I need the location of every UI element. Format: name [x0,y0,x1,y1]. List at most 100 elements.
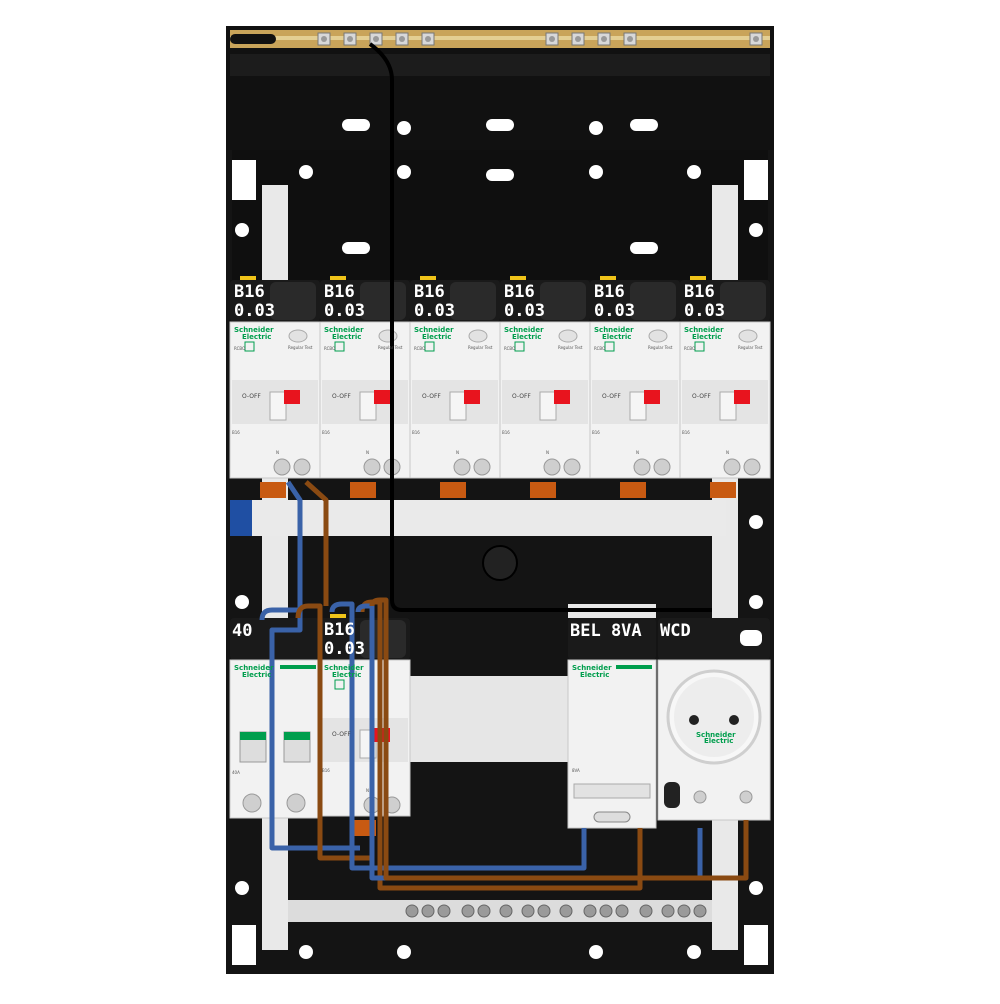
switch-text: O-OFF [242,393,261,400]
terminal-screw [242,793,262,813]
din-clip [240,276,256,282]
busbar-screw-head [373,36,379,42]
mount-bracket-top-left [232,160,256,200]
label-band-cap [360,620,406,658]
terminal-screw [405,904,419,918]
curve-text: B16 [682,430,690,435]
label-band-cap [450,282,496,320]
mounting-hole [749,881,763,895]
terminal-screw [453,458,471,476]
terminal-screw [537,904,551,918]
main-switch-label: 40 [232,621,252,641]
test-button[interactable] [468,329,488,343]
din-clip [600,276,616,282]
wiring [259,42,749,891]
home-icon [604,341,615,352]
test-button[interactable] [378,329,398,343]
mounting-hole [749,515,763,529]
toggle-lever[interactable] [539,391,557,421]
terminal-screws [405,904,707,918]
test-button[interactable] [648,329,668,343]
brand-sub: Electric [332,671,361,679]
terminal-screw [521,904,535,918]
rcbo-breaker-6 [679,276,771,498]
terminal-screw [461,904,475,918]
label-band [568,618,656,660]
terminal-screw [499,904,513,918]
busbar-screw-head [575,36,581,42]
brand-name: Schneider [414,326,454,334]
test-button[interactable] [738,329,758,343]
trip-indicator [644,390,660,404]
transformer-rating: 8VA [572,768,580,773]
brand-sub: Electric [242,671,271,679]
neutral-mark: N [726,450,729,455]
home-icon [334,341,345,352]
mounting-hole [749,223,763,237]
test-label: Regular Test [648,345,673,350]
sensitivity-label: 0.03 [324,301,365,321]
brand-name: Schneider [594,326,634,334]
rcbo-breaker-3 [409,276,501,498]
comb-tab [710,482,736,498]
test-label: Regular Test [468,345,493,350]
mounting-hole [589,945,603,959]
mounting-hole [397,121,411,135]
transformer-body [567,659,657,829]
switch-text: O-OFF [422,393,441,400]
toggle-lever[interactable] [719,391,737,421]
brand-name: Schneider [572,664,612,672]
brand-name: Schneider [696,731,736,739]
main-switch-rating: 40A [232,770,240,775]
breaker-row-top [229,276,771,498]
model-text: RCBO [684,346,695,351]
rating-label: B16 [414,282,445,302]
din-clip [510,276,526,282]
test-button[interactable] [288,329,308,343]
terminal-screw [363,458,381,476]
mounting-slot [342,242,370,254]
rating-label: B16 [324,282,355,302]
brand-sub: Electric [242,333,271,341]
rating-label: B16 [684,282,715,302]
terminal-screw [633,458,651,476]
mounting-slot [342,119,370,131]
toggle-lever[interactable] [359,391,377,421]
toggle-lever[interactable] [629,391,647,421]
toggle-lever[interactable] [269,391,287,421]
terminal-screw [477,904,491,918]
brand-stripe [280,665,316,669]
comb-tab [350,482,376,498]
switch-text: O-OFF [512,393,531,400]
terminal-slot [593,811,631,823]
neutral-wire-loop [259,607,360,851]
trip-indicator [464,390,480,404]
terminal-screw [599,904,613,918]
test-label: Regular Test [288,345,313,350]
rcbo-breaker-1 [229,276,321,498]
test-label: Regular Test [378,345,403,350]
terminal-screw [615,904,629,918]
neutral-wire-socket [355,603,703,881]
brand-sub: Electric [692,333,721,341]
comb-tab [620,482,646,498]
sensitivity-label: 0.03 [684,301,725,321]
socket-clamp [664,782,680,808]
test-button[interactable] [558,329,578,343]
brand-sub: Electric [704,737,733,745]
mounting-hole [397,945,411,959]
brand-sub: Electric [422,333,451,341]
model-text: RCBO [504,346,515,351]
mounting-slot [486,119,514,131]
cable-grommet [482,545,518,581]
terminal-cover [573,783,651,799]
model-text: RCBO [234,346,245,351]
toggle-lever[interactable] [449,391,467,421]
mount-bracket-bottom-right [744,925,768,965]
curve-text: B16 [232,430,240,435]
din-clip [690,276,706,282]
busbar-screws [317,32,763,46]
rating-label: B16 [324,620,355,640]
comb-tab [440,482,466,498]
sensitivity-label: 0.03 [594,301,635,321]
